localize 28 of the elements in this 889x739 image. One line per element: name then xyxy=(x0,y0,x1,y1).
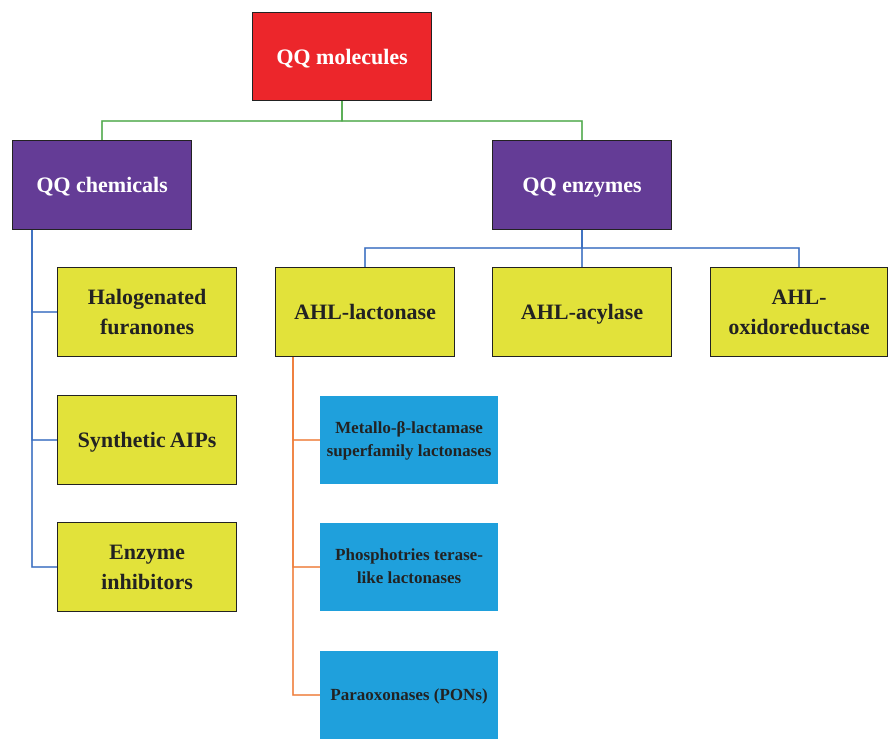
box-label: Metallo-β-lactamase superfamily lactonases xyxy=(326,417,492,462)
connector-line xyxy=(292,357,320,696)
box-label: Synthetic AIPs xyxy=(78,426,216,454)
class-box xyxy=(320,396,498,484)
category-box xyxy=(12,140,192,230)
subcategory-box xyxy=(57,395,237,485)
subcategory-box xyxy=(492,267,672,357)
box-label: AHL-oxidoreductase xyxy=(727,283,871,341)
class-box xyxy=(320,523,498,611)
box-label: Halogenated furanones xyxy=(86,283,208,341)
root-box xyxy=(252,12,432,101)
box-label: QQ chemicals xyxy=(36,171,168,200)
box-label: QQ enzymes xyxy=(522,171,642,200)
subcategory-box xyxy=(57,522,237,612)
subcategory-box xyxy=(57,267,237,357)
box-label: AHL-lactonase xyxy=(294,298,436,326)
class-box xyxy=(320,651,498,739)
category-box xyxy=(492,140,672,230)
box-label: Phosphotries terase-like lactonases xyxy=(334,544,484,589)
subcategory-box xyxy=(275,267,455,357)
box-label: Enzyme inhibitors xyxy=(100,538,194,596)
subcategory-box xyxy=(710,267,888,357)
connector-line xyxy=(581,230,800,267)
connector-line xyxy=(341,101,583,140)
box-label: Paraoxonases (PONs) xyxy=(330,684,488,706)
box-label: QQ molecules xyxy=(276,42,408,71)
box-label: AHL-acylase xyxy=(520,298,644,326)
connector-line xyxy=(31,230,57,568)
